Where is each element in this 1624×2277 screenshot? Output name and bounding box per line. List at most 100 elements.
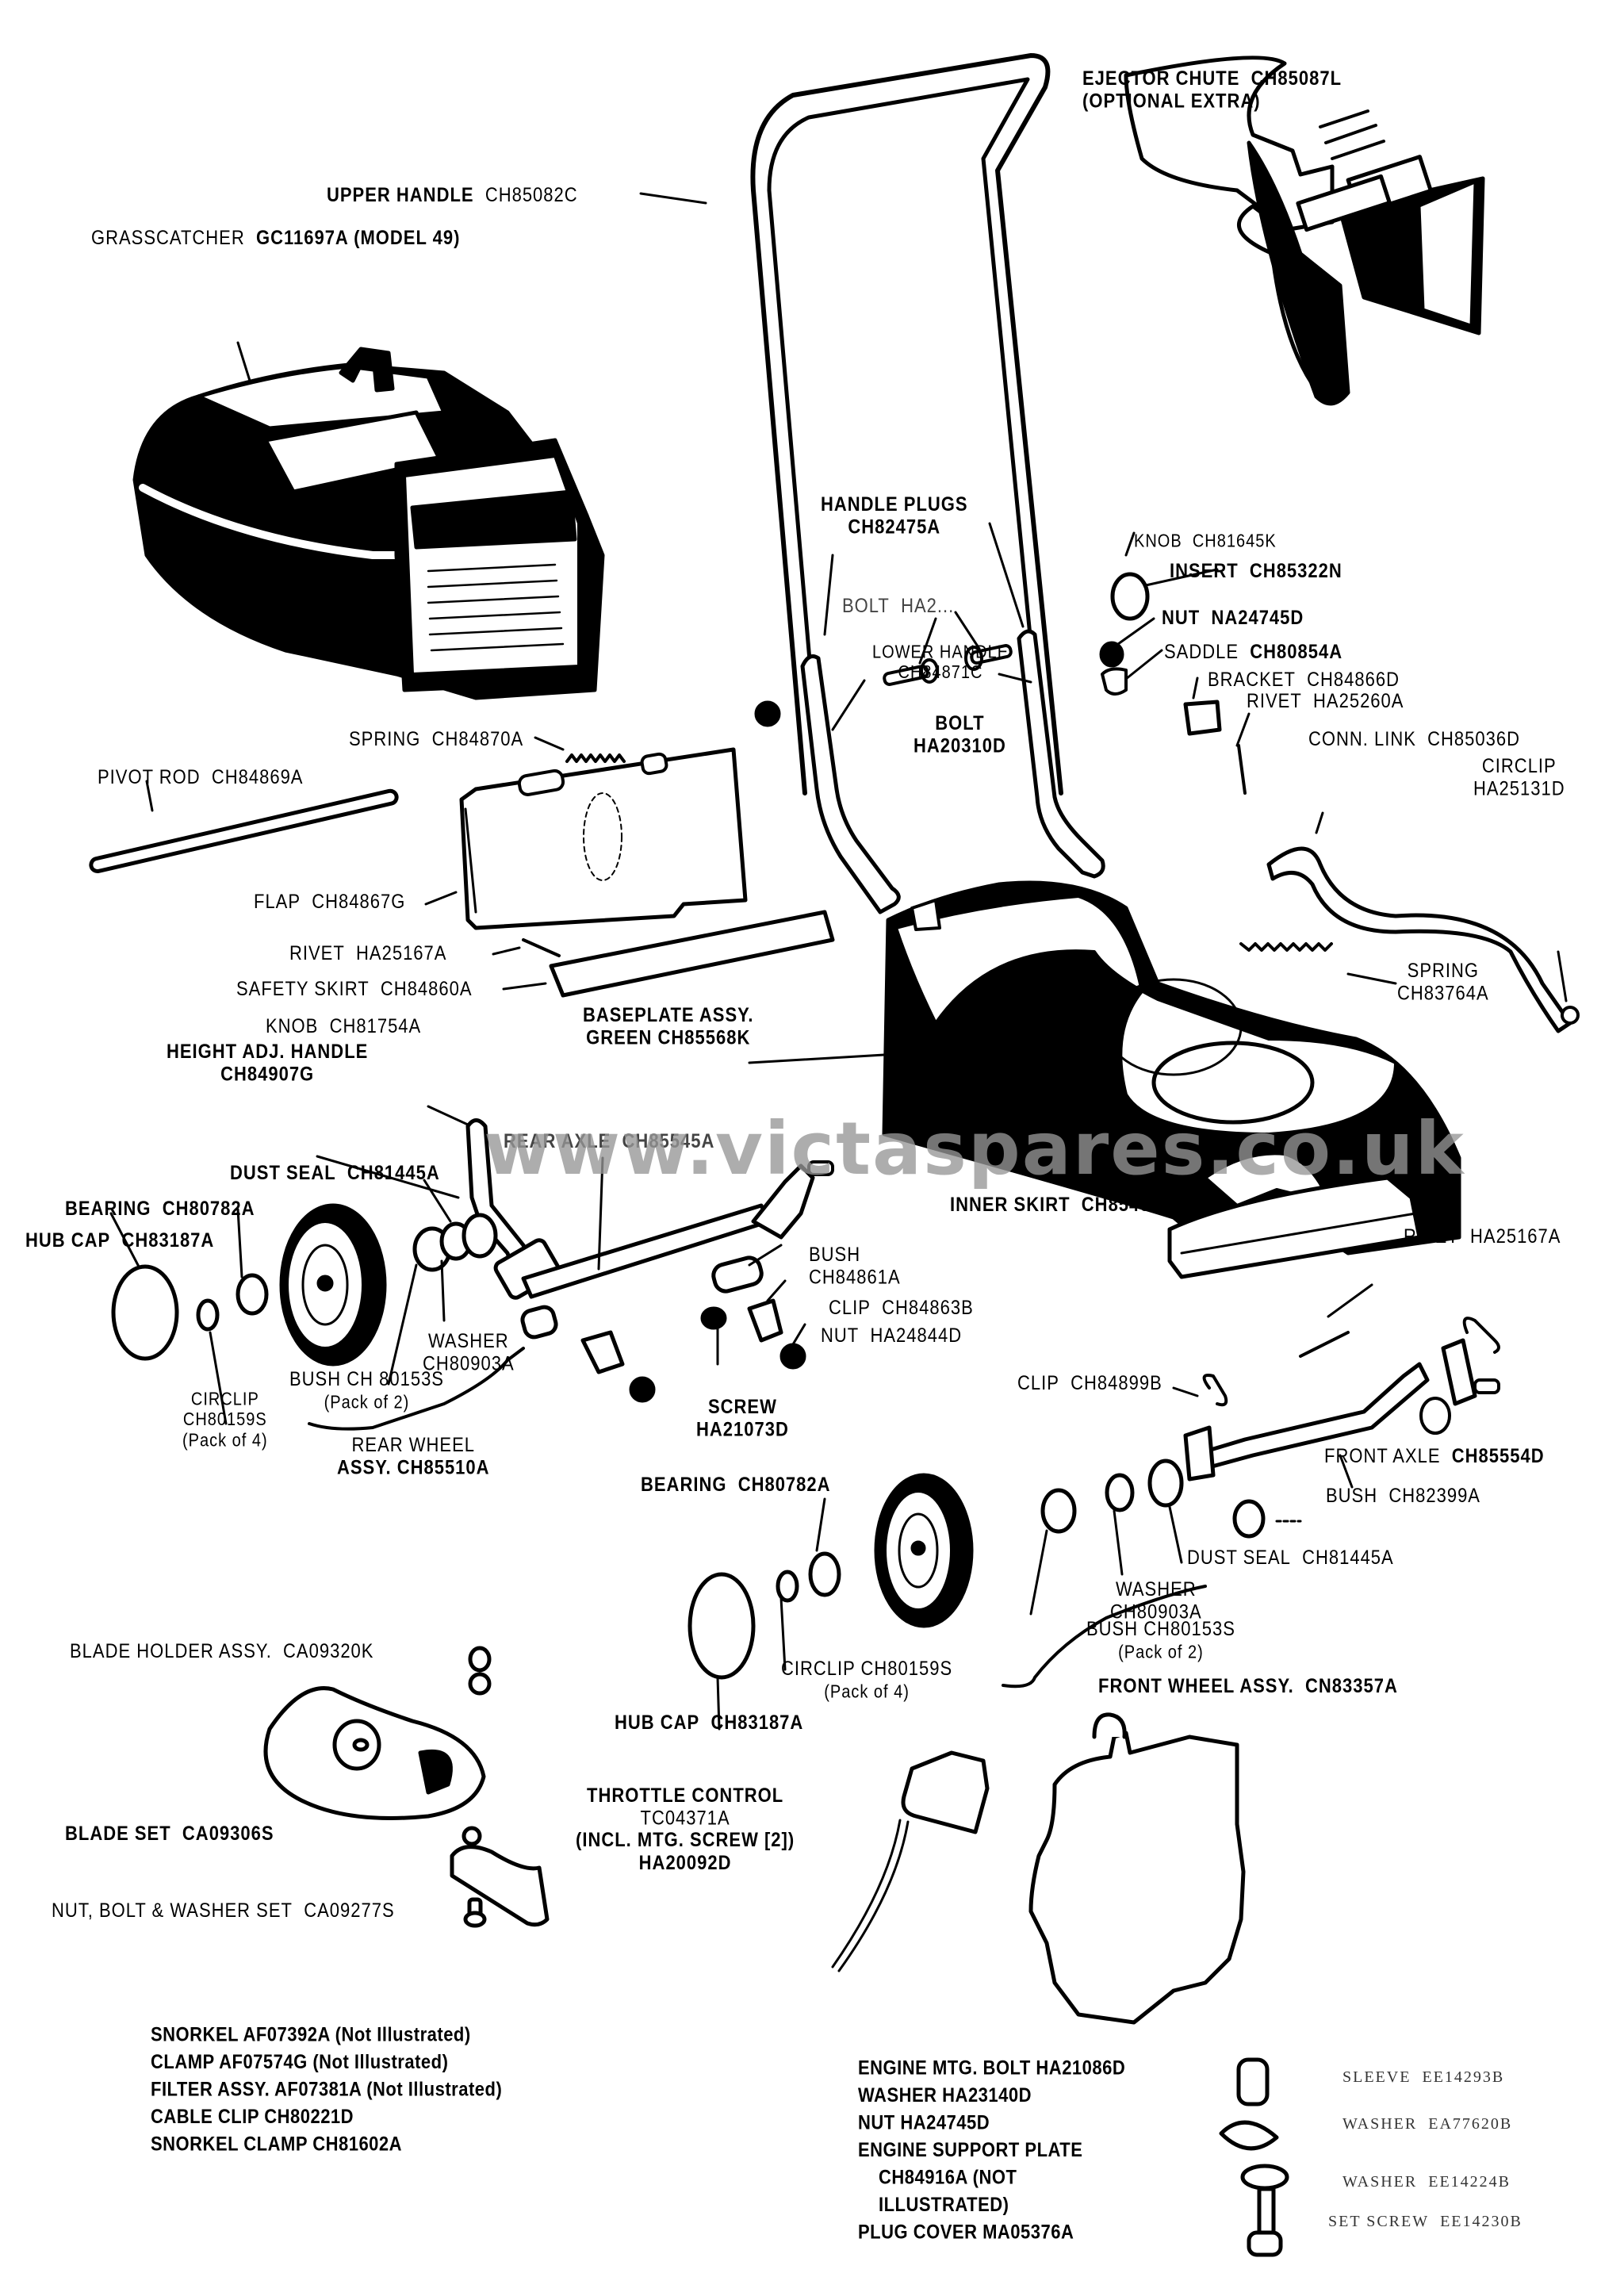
label-washer-front: WASHER CH80903A xyxy=(1110,1577,1202,1623)
part-code: CH84869A xyxy=(211,765,304,788)
part-name: UPPER HANDLE xyxy=(327,182,474,206)
label-clip-front: CLIP CH84899B xyxy=(1017,1371,1162,1394)
handle-knob-left xyxy=(754,700,781,727)
part-code: CN83357A xyxy=(1305,1673,1398,1697)
part-name: FRONT AXLE xyxy=(1324,1443,1441,1467)
label-rivet-top: RIVET HA25260A xyxy=(1247,688,1404,712)
label-spring-right: SPRING CH83764A xyxy=(1397,958,1489,1005)
baseplate-part xyxy=(748,880,1461,1255)
part-code: CH84867G xyxy=(312,889,406,913)
part-code: CH80854A xyxy=(1250,639,1343,663)
part-code: CH84907G xyxy=(220,1062,315,1085)
list-item: ENGINE MTG. BOLT HA21086D xyxy=(858,2056,1126,2080)
label-bush-mid: BUSH CH84861A xyxy=(809,1243,901,1289)
label-blade-set: BLADE SET CA09306S xyxy=(65,1822,274,1845)
part-name: CIRCLIP CH80159S xyxy=(781,1656,953,1680)
part-name: THROTTLE CONTROL xyxy=(587,1783,784,1807)
label-saddle: SADDLE CH80854A xyxy=(1164,639,1343,663)
part-name: RIVET xyxy=(1404,1224,1459,1248)
part-name: SLEEVE xyxy=(1342,2068,1411,2086)
label-nut-top: NUT NA24745D xyxy=(1162,605,1304,629)
part-code: CH84866D xyxy=(1307,667,1400,691)
part-name: BUSH CH80153S xyxy=(1086,1616,1235,1640)
part-name: SPRING xyxy=(349,726,421,750)
part-name: CIRCLIP xyxy=(190,1390,259,1410)
part-name: BOLT xyxy=(842,593,890,617)
label-dust-seal-front: DUST SEAL CH81445A xyxy=(1187,1546,1394,1569)
part-name: INSERT xyxy=(1170,558,1239,582)
label-bearing-rear: BEARING CH80782A xyxy=(65,1196,255,1220)
list-item: WASHER HA23140D xyxy=(858,2083,1032,2106)
front-axle-part xyxy=(1172,1338,1500,1489)
part-name: WASHER xyxy=(1342,2115,1418,2133)
label-baseplate: BASEPLATE ASSY. GREEN CH85568K xyxy=(583,1002,754,1049)
part-name: BASEPLATE ASSY. xyxy=(583,1002,754,1026)
label-circlip-front: CIRCLIP CH80159S (Pack of 4) xyxy=(781,1656,953,1703)
label-lower-handle: LOWER HANDLE CH84871C xyxy=(872,642,1009,683)
label-pivot-rod: PIVOT ROD CH84869A xyxy=(98,765,304,788)
list-item: ILLUSTRATED) xyxy=(879,2192,1009,2216)
label-nut-bolt-washer: NUT, BOLT & WASHER SET CA09277S xyxy=(52,1899,395,1922)
part-code: CH80903A xyxy=(423,1351,515,1374)
part-code: HA24844D xyxy=(870,1323,963,1347)
part-note: (Pack of 4) xyxy=(182,1430,268,1451)
blade-holder-part xyxy=(263,1646,492,1820)
part-code: HA2... xyxy=(901,593,955,617)
label-clip-mid: CLIP CH84863B xyxy=(829,1295,974,1319)
rear-hub-parts xyxy=(109,1208,269,1425)
part-code: CH85082C xyxy=(485,182,578,206)
axle-clip-parts xyxy=(520,1244,806,1403)
part-code: CH83764A xyxy=(1397,981,1489,1004)
part-code: CH83187A xyxy=(710,1710,804,1734)
part-code: CH84863B xyxy=(882,1295,974,1319)
part-name: BLADE HOLDER ASSY. xyxy=(70,1639,272,1662)
rear-bush-washer-seal xyxy=(387,1179,498,1386)
part-code: GREEN CH85568K xyxy=(586,1025,751,1048)
part-name: INNER SKIRT xyxy=(950,1192,1071,1216)
list-item: NUT HA24745D xyxy=(858,2110,990,2134)
front-wheel-part xyxy=(874,1473,974,1628)
part-note: HA20092D xyxy=(638,1850,732,1874)
part-code: (Pack of 2) xyxy=(324,1392,410,1413)
engine-hardware-parts xyxy=(1219,2057,1289,2257)
part-name: GRASSCATCHER xyxy=(91,225,245,249)
part-name: REAR WHEEL xyxy=(351,1432,476,1456)
label-dust-seal-rear: DUST SEAL CH81445A xyxy=(230,1160,440,1184)
leader-grasscatcher xyxy=(236,341,251,382)
label-rear-axle: REAR AXLE CH85545A xyxy=(504,1129,714,1152)
label-knob-height: KNOB CH81754A xyxy=(266,1014,422,1037)
list-item: PLUG COVER MA05376A xyxy=(858,2220,1074,2244)
list-item: SNORKEL AF07392A (Not Illustrated) xyxy=(151,2022,471,2046)
list-item: CH84916A (NOT xyxy=(879,2165,1017,2189)
height-adj-handle-part xyxy=(316,1105,561,1300)
part-name: REAR AXLE xyxy=(504,1129,611,1152)
part-code: CH81445A xyxy=(347,1160,440,1184)
leader-lower-handle-left xyxy=(831,679,866,731)
part-name: BEARING xyxy=(641,1472,727,1496)
part-name: WASHER xyxy=(1342,2173,1418,2191)
part-code: CH80782A xyxy=(737,1472,831,1496)
part-name: BOLT xyxy=(935,711,985,734)
label-knob-top: KNOB CH81645K xyxy=(1134,531,1277,552)
part-code: CH80782A xyxy=(162,1196,255,1220)
ejector-chute-part xyxy=(1124,56,1485,406)
part-name: HUB CAP xyxy=(25,1228,111,1252)
part-code: CH80903A xyxy=(1110,1600,1202,1623)
label-bolt-top: BOLT HA2... xyxy=(842,593,955,617)
part-code: EE14293B xyxy=(1422,2068,1505,2086)
part-name: SPRING xyxy=(1407,958,1479,982)
part-code: CH81754A xyxy=(329,1014,422,1037)
label-blade-holder: BLADE HOLDER ASSY. CA09320K xyxy=(70,1639,373,1662)
part-name: NUT xyxy=(1162,605,1201,629)
label-rivet-left: RIVET HA25167A xyxy=(289,941,446,964)
label-nut-mid: NUT HA24844D xyxy=(821,1324,962,1347)
label-bush-front-axle: BUSH CH82399A xyxy=(1326,1484,1480,1507)
label-hub-cap-front: HUB CAP CH83187A xyxy=(615,1710,804,1734)
part-code: CH84860A xyxy=(380,976,473,1000)
label-hub-cap-rear: HUB CAP CH83187A xyxy=(25,1229,214,1252)
part-name: HEIGHT ADJ. HANDLE xyxy=(167,1039,369,1063)
label-sleeve: SLEEVE EE14293B xyxy=(1342,2068,1504,2087)
label-height-adj-handle: HEIGHT ADJ. HANDLE CH84907G xyxy=(167,1039,369,1086)
part-code: HA25260A xyxy=(1313,688,1404,712)
knob-insert-part xyxy=(1099,531,1251,795)
